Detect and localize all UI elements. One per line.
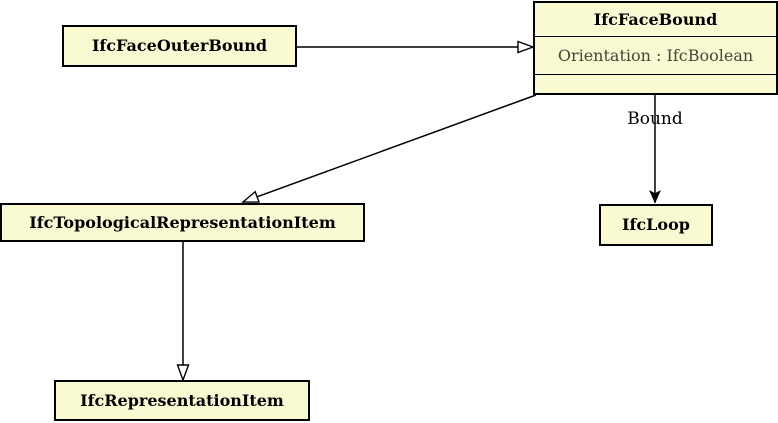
class-operations-compartment — [535, 74, 776, 93]
node-ifc-face-bound[interactable]: IfcFaceBound Orientation : IfcBoolean — [533, 1, 778, 95]
node-ifc-loop[interactable]: IfcLoop — [599, 204, 713, 246]
node-title: IfcRepresentationItem — [80, 390, 284, 410]
node-title: IfcLoop — [622, 215, 690, 235]
node-ifc-face-outer-bound[interactable]: IfcFaceOuterBound — [62, 25, 297, 67]
edge-generalization-facebound-topological — [241, 94, 537, 203]
node-title: IfcTopologicalRepresentationItem — [29, 212, 336, 232]
class-attributes-compartment: Orientation : IfcBoolean — [535, 36, 776, 74]
class-title-compartment: IfcFaceBound — [535, 3, 776, 36]
node-ifc-topological-representation-item[interactable]: IfcTopologicalRepresentationItem — [0, 203, 365, 242]
attribute-orientation: Orientation : IfcBoolean — [557, 46, 754, 65]
node-title: IfcFaceBound — [593, 9, 718, 29]
node-title: IfcFaceOuterBound — [91, 36, 268, 56]
node-ifc-representation-item[interactable]: IfcRepresentationItem — [54, 380, 310, 421]
